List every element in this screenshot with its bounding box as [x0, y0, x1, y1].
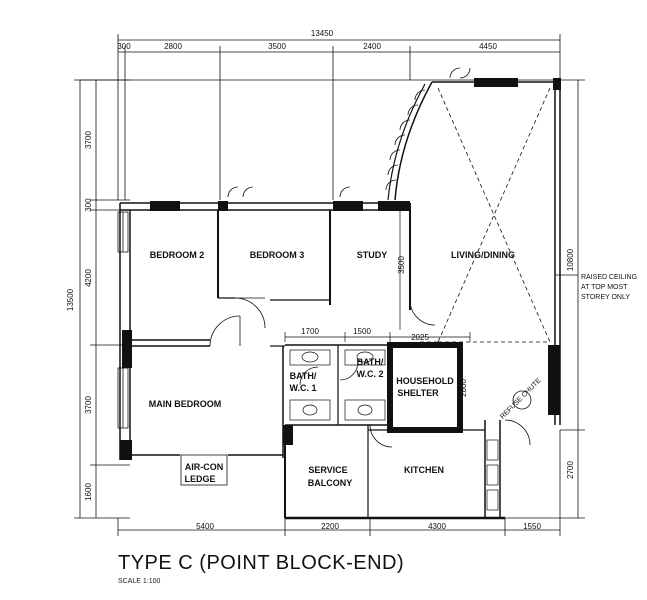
- room-bedroom-2: BEDROOM 2: [150, 250, 205, 260]
- top-dimensions: [80, 34, 561, 200]
- room-main-bedroom: MAIN BEDROOM: [149, 399, 222, 409]
- dim-mid-3: 2025: [411, 333, 429, 342]
- door-swings: [209, 67, 531, 448]
- dim-left-overall: 13500: [66, 288, 75, 311]
- dim-bottom-4: 1550: [523, 522, 541, 531]
- dim-top-1: 2800: [164, 42, 182, 51]
- room-bath-2-line-1: BATH/: [357, 357, 384, 367]
- raised-ceiling-note-2: AT TOP MOST: [581, 284, 628, 291]
- room-study: STUDY: [357, 250, 388, 260]
- dim-shelter-depth: 2800: [459, 379, 468, 397]
- dim-bottom-1: 5400: [196, 522, 214, 531]
- raised-ceiling-note-3: STOREY ONLY: [581, 294, 630, 301]
- dim-left-1: 3700: [84, 131, 93, 149]
- room-service-balcony-line-2: BALCONY: [308, 478, 353, 488]
- dim-right-2: 2700: [566, 461, 575, 479]
- dim-right-1: 10800: [566, 248, 575, 271]
- dim-top-4: 4450: [479, 42, 497, 51]
- plan-scale: SCALE 1:100: [118, 578, 161, 585]
- facade-panels: [385, 89, 426, 191]
- room-service-balcony-line-1: SERVICE: [308, 465, 347, 475]
- dim-study-depth: 3500: [397, 256, 406, 274]
- dim-left-2: 300: [84, 198, 93, 212]
- room-living-dining: LIVING/DINING: [451, 250, 515, 260]
- windows: [117, 211, 228, 486]
- dim-top-2: 3500: [268, 42, 286, 51]
- right-dimensions: [505, 79, 585, 519]
- raised-ceiling-note-1: RAISED CEILING: [581, 274, 637, 281]
- dim-bottom-2: 2200: [321, 522, 339, 531]
- interior-dimensions: [284, 210, 471, 430]
- refuse-chute-label: REFUSE CHUTE: [499, 377, 543, 421]
- dim-mid-1: 1700: [301, 327, 319, 336]
- room-bath-1-line-1: BATH/: [290, 371, 317, 381]
- dim-top-3: 2400: [363, 42, 381, 51]
- dim-top-overall: 13450: [311, 29, 334, 38]
- room-bath-1-line-2: W.C. 1: [289, 383, 316, 393]
- room-bath-2-line-2: W.C. 2: [356, 369, 383, 379]
- kitchen-fixtures: [486, 439, 499, 511]
- wall-blocks: [120, 78, 561, 460]
- room-household-shelter-line-2: SHELTER: [397, 388, 439, 398]
- raised-ceiling-outline: [420, 87, 551, 343]
- room-bedroom-3: BEDROOM 3: [250, 250, 305, 260]
- dim-bottom-3: 4300: [428, 522, 446, 531]
- household-shelter-walls: [387, 342, 463, 433]
- bottom-dimensions: [117, 430, 561, 536]
- dim-mid-2: 1500: [353, 327, 371, 336]
- dim-left-3: 4200: [84, 269, 93, 287]
- aircon-ledge-line-2: LEDGE: [184, 474, 215, 484]
- dim-left-4: 3700: [84, 396, 93, 414]
- room-kitchen: KITCHEN: [404, 465, 444, 475]
- walls: [119, 81, 561, 520]
- room-household-shelter-line-1: HOUSEHOLD: [396, 376, 454, 386]
- aircon-ledge-line-1: AIR-CON: [185, 462, 224, 472]
- bath-fixtures: [289, 349, 386, 421]
- plan-title: TYPE C (POINT BLOCK-END): [118, 552, 405, 574]
- dim-top-0: 300: [117, 42, 131, 51]
- dim-left-5: 1600: [84, 483, 93, 501]
- refuse-chute: [512, 390, 532, 410]
